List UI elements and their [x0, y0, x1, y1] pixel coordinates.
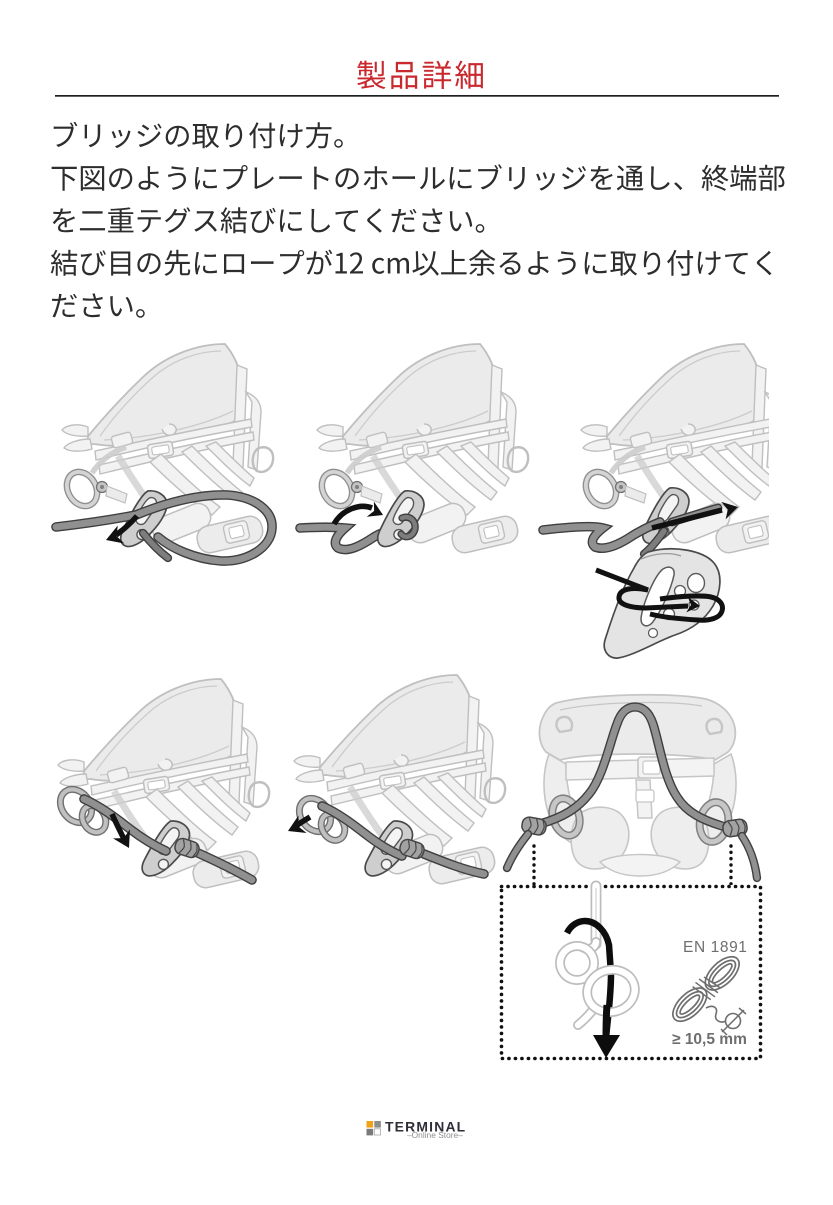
svg-text:≥ 10,5 mm: ≥ 10,5 mm	[672, 1031, 747, 1048]
svg-text:–Online Store–: –Online Store–	[407, 1130, 463, 1140]
svg-text:EN 1891: EN 1891	[683, 939, 748, 956]
svg-text:TERMINAL: TERMINAL	[385, 1119, 466, 1135]
